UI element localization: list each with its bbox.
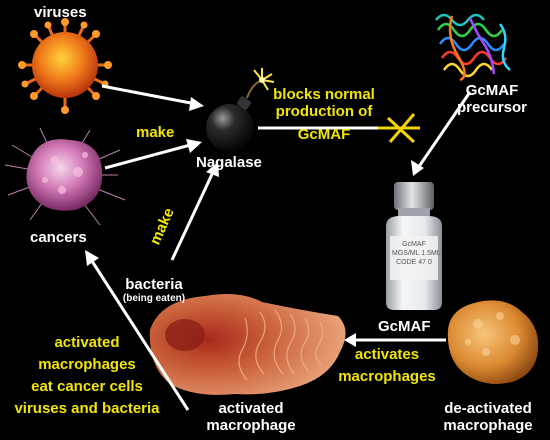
- cancer-cell-icon: [4, 127, 126, 226]
- label-eat-line-2: macrophages: [38, 356, 136, 373]
- protein-structure-icon: [435, 13, 511, 82]
- label-blocks-line-1: blocks normal: [273, 86, 375, 103]
- label-activates-macrophages: activates macrophages: [336, 346, 438, 385]
- label-activates-line-1: activates: [354, 346, 420, 363]
- label-viruses: viruses: [34, 4, 87, 21]
- bomb-icon: [206, 68, 275, 152]
- vial-icon: [386, 182, 442, 310]
- label-deactivated-line-1: de-activated: [444, 400, 532, 417]
- arrows: [85, 84, 472, 411]
- label-gcmaf-precursor: GcMAF precursor: [448, 82, 536, 116]
- block-mark-icon: [378, 113, 420, 144]
- label-blocks-production: blocks normal production of GcMAF: [262, 86, 386, 143]
- vial-label-line-3: CODE 47 0: [396, 259, 432, 266]
- label-cancers: cancers: [30, 229, 87, 246]
- label-activated-macrophage: activated macrophage: [196, 400, 306, 434]
- vial-label-line-2: MGS/ML 1.5ML: [392, 250, 441, 257]
- arrow-bacteria-to-nagalase: [170, 162, 219, 261]
- label-gcmaf: GcMAF: [378, 318, 431, 335]
- label-bacteria: bacteria (being eaten): [114, 276, 194, 305]
- arrow-precursor-to-vial: [411, 91, 472, 176]
- label-deactivated-line-2: macrophage: [443, 417, 533, 434]
- arrow-gcmaf-to-activated: [344, 333, 446, 347]
- label-activated-macrophages-eat: activated macrophages eat cancer cells v…: [2, 332, 172, 420]
- label-blocks-line-2: production of: [275, 103, 373, 120]
- vial-label-line-1: GcMAF: [402, 241, 426, 248]
- arrow-viruses-to-nagalase: [101, 84, 204, 111]
- label-bacteria-text: bacteria: [125, 276, 183, 293]
- label-being-eaten: (being eaten): [122, 293, 186, 304]
- label-make-1: make: [136, 124, 175, 141]
- label-deactivated-macrophage: de-activated macrophage: [430, 400, 546, 434]
- arrow-activated-to-cancers: [85, 250, 190, 411]
- deactivated-macrophage-icon: [447, 300, 539, 384]
- label-blocks-line-3: GcMAF: [297, 126, 351, 143]
- label-eat-line-3: eat cancer cells: [31, 378, 143, 395]
- label-activates-line-2: macrophages: [338, 368, 436, 385]
- activated-macrophage-icon: [149, 294, 346, 395]
- label-precursor-line-1: GcMAF: [465, 82, 519, 99]
- arrow-cancers-to-nagalase: [104, 139, 202, 170]
- label-activated-line-1: activated: [218, 400, 284, 417]
- label-precursor-line-2: precursor: [456, 99, 528, 116]
- vial-label: GcMAF MGS/ML 1.5ML CODE 47 0: [392, 240, 441, 267]
- label-eat-line-4: viruses and bacteria: [14, 400, 160, 417]
- label-eat-line-1: activated: [54, 334, 120, 351]
- label-activated-line-2: macrophage: [206, 417, 296, 434]
- label-nagalase: Nagalase: [196, 154, 262, 171]
- virus-icon: [18, 18, 112, 114]
